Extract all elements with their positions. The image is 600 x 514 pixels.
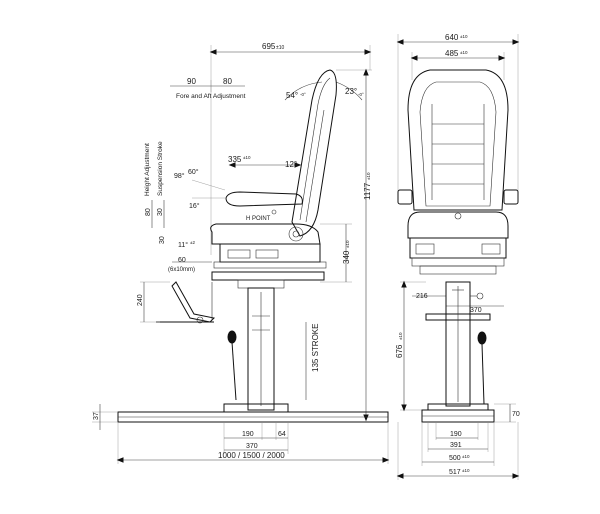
h-point-label: H POINT [246,216,271,222]
cushion-tilt-angle: 11° [178,241,188,249]
backrest-width-tol: ±10 [460,50,468,55]
height-adj-value: 80 [145,208,152,216]
footrest-height-value: 240 [137,294,144,306]
cushion-tilt-a: 30 [159,236,166,244]
overall-height-tol: ±10 [366,172,371,180]
base-width-tol: ±10 [462,454,470,459]
base-inner-b-value: 391 [450,442,462,449]
side-footrest [171,281,216,323]
column-stroke-label: 135 STROKE [311,324,320,372]
side-base-plate [223,403,289,413]
rail-width-tol: ±10 [462,468,470,473]
front-base-plate [427,403,489,411]
front-view: 640 ±10 485 ±10 216 370 [395,33,520,480]
base-inner-a-value: 190 [450,431,462,438]
overall-height-value: 1177 [363,182,372,200]
pedestal-offset-value: 216 [416,293,428,300]
front-seat-cushion [407,211,509,239]
suspension-value: 30 [157,208,164,216]
front-backrest [407,69,509,211]
side-armrest [225,191,303,207]
pedestal-depth-value: 370 [470,307,482,314]
front-armrest-left [397,189,413,205]
overall-depth-value: 695 [262,42,276,51]
side-view: 695 ±10 90 80 Fore and Aft Adjustment 54… [92,42,390,464]
base-height-value: 37 [93,412,100,420]
front-lever-knob [477,331,487,345]
armrest-depth-value: 335 [228,155,242,164]
seat-height-tol: ±10 [345,240,350,248]
armrest-tilt-up: 98° [174,172,185,180]
front-armrest-right [503,189,519,205]
side-lever-knob [227,330,237,344]
slot-note: (6x10mm) [168,267,195,273]
cushion-tilt-angle-tol: ±2 [190,240,195,245]
rail-length-value: 1000 / 1500 / 2000 [218,451,285,460]
armrest-angle-value: 12° [285,160,297,169]
side-seat-cushion [210,223,321,245]
fore-aft-rear-value: 90 [187,77,196,86]
side-backrest [291,69,337,237]
base-depth-value: 370 [246,443,258,450]
suspension-label: Suspension Stroke [157,141,164,196]
pedestal-height-tol: ±10 [398,332,403,340]
recline-front-tol: -0° [358,92,364,97]
rail-width-value: 517 [449,469,461,476]
seat-height-value: 340 [342,250,351,264]
side-swivel-plate [211,271,325,281]
recline-front-value: 23° [345,87,357,96]
backrest-width-value: 485 [445,49,459,58]
front-suspension [409,237,507,259]
side-suspension [219,243,321,263]
armrest-depth-tol: ±10 [243,155,251,160]
front-pedestal-column [445,281,471,407]
column-offset-a: 190 [242,431,254,438]
overall-depth-tol: ±10 [276,45,285,51]
side-pedestal-column [247,287,275,411]
column-offset-b: 64 [278,431,286,438]
overall-width-value: 640 [445,33,459,42]
recline-back-value: 54° [286,91,298,100]
height-adjust-label: Height Adjustment [144,143,151,196]
fore-aft-front-value: 80 [223,77,232,86]
armrest-tilt-mid: 60° [188,168,199,176]
front-base-height-value: 70 [512,411,520,418]
pedestal-height-value: 676 [395,344,404,358]
armrest-tilt-low: 16° [189,202,200,210]
base-width-value: 500 [449,455,461,462]
fore-aft-label: Fore and Aft Adjustment [176,93,246,100]
overall-width-tol: ±10 [460,34,468,39]
slot-size-value: 60 [178,257,186,264]
recline-back-tol: -0° [300,92,306,97]
